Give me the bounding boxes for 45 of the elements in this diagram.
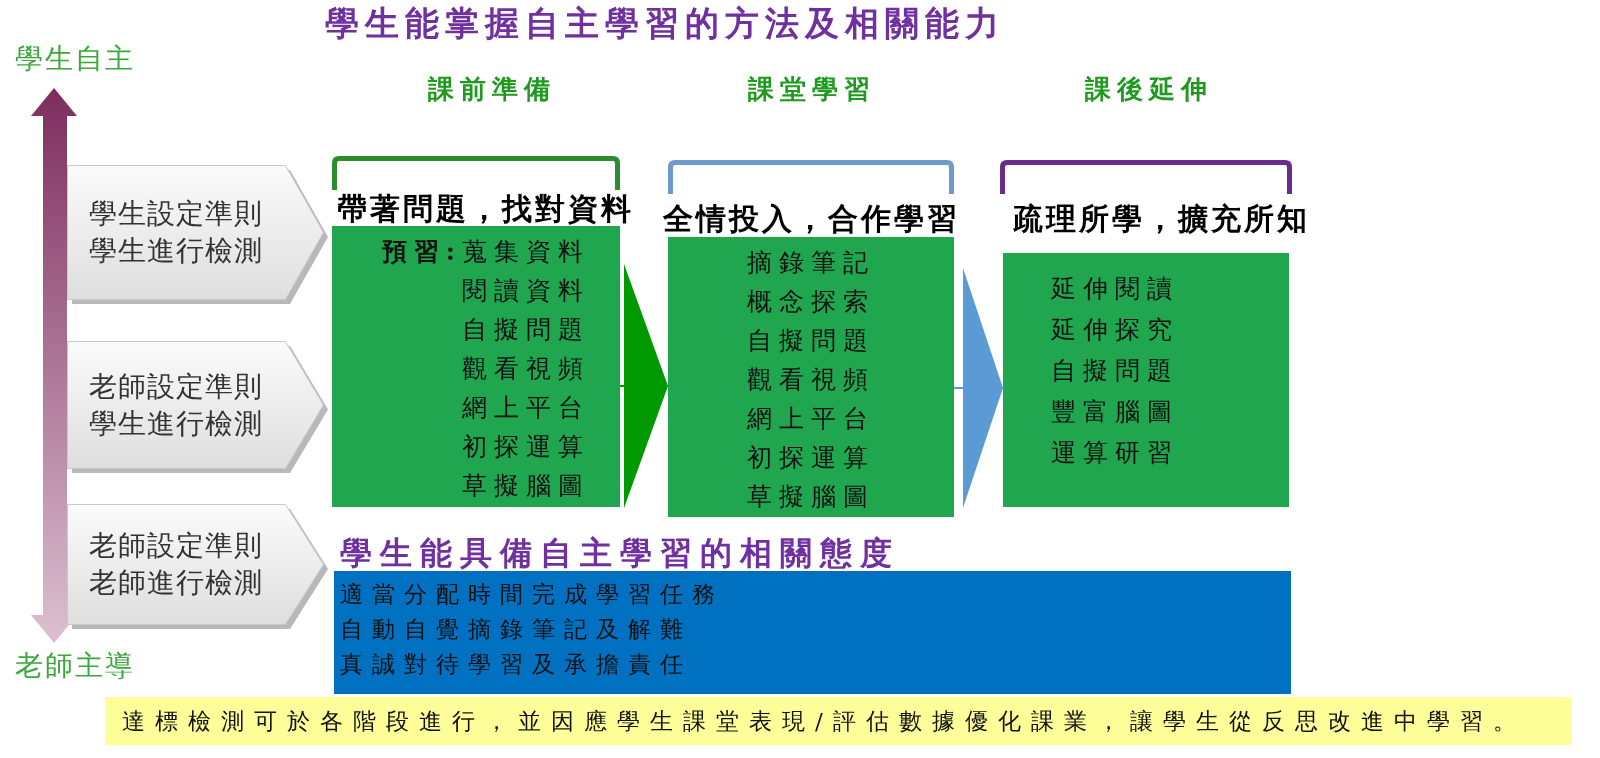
list-item: 適當分配時間完成學習任務 [340, 580, 724, 609]
note-banner [105, 697, 1571, 745]
list-item: 真誠對待學習及承擔責任 [340, 650, 692, 679]
list-item: 延伸探究 [1051, 314, 1179, 346]
chevron-box [67, 504, 329, 630]
list-item: 運算研習 [1051, 437, 1179, 469]
list-item: 草擬腦圖 [462, 470, 590, 502]
list-item: 觀看視頻 [747, 364, 875, 396]
column-heading: 課後延伸 [1085, 75, 1213, 103]
list-item: 延伸閱讀 [1051, 273, 1179, 305]
chevron-text: 老師進行檢測 [89, 565, 263, 601]
column-heading: 課前準備 [428, 75, 556, 103]
list-item: 閱讀資料 [462, 275, 590, 307]
list-item: 網上平台 [462, 392, 590, 424]
list-item: 自擬問題 [462, 314, 590, 346]
section-heading: 學生能具備自主學習的相關態度 [340, 536, 900, 570]
box-heading: 全情投入，合作學習 [663, 203, 960, 235]
chevron-arrow [619, 264, 669, 508]
list-item: 預習:蒐集資料 [381, 236, 590, 268]
diagram-title: 學生能掌握自主學習的方法及相關能力 [325, 4, 1005, 42]
list-item: 初探運算 [747, 442, 875, 474]
box-heading: 帶著問題，找對資料 [337, 193, 634, 225]
box-heading: 疏理所學，擴充所知 [1013, 203, 1310, 235]
note-text: 達標檢測可於各階段進行，並因應學生課堂表現/評估數據優化課業，讓學生從反思改進中學習。 [122, 707, 1526, 736]
column-heading: 課堂學習 [748, 75, 876, 103]
chevron-text: 學生進行檢測 [89, 405, 263, 442]
axis-end-label: 老師主導 [15, 651, 135, 681]
list-item: 自擬問題 [747, 325, 875, 357]
list-item: 觀看視頻 [462, 353, 590, 385]
chevron-text: 老師設定準則 [89, 368, 263, 405]
list-item: 自動自覺摘錄筆記及解難 [340, 615, 692, 644]
chevron-box [67, 165, 329, 305]
list-item: 摘錄筆記 [747, 247, 875, 279]
list-item: 初探運算 [462, 431, 590, 463]
chevron-text: 學生設定準則 [89, 196, 263, 232]
chevron-arrow [953, 268, 1004, 508]
chevron-text: 學生進行檢測 [89, 233, 263, 269]
list-item: 草擬腦圖 [747, 481, 875, 513]
list-item: 概念探索 [747, 286, 875, 318]
axis-end-label: 學生自主 [15, 44, 135, 74]
chevron-text: 老師設定準則 [89, 528, 263, 564]
list-item: 豐富腦圖 [1051, 396, 1179, 428]
chevron-box [67, 341, 329, 474]
list-item: 網上平台 [747, 403, 875, 435]
list-item: 自擬問題 [1051, 355, 1179, 387]
